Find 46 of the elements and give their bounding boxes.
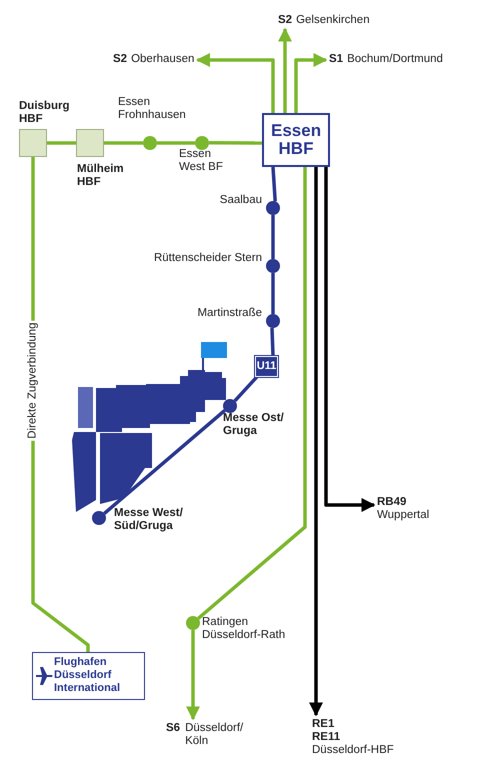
destination-name: Oberhausen <box>131 53 194 65</box>
station-name: Essen Frohnhausen <box>118 96 187 122</box>
rail-line <box>47 141 76 145</box>
rail-line <box>104 141 143 145</box>
rail-line <box>271 273 275 314</box>
station-name: Messe West/ Süd/Gruga <box>114 507 184 534</box>
line-code: S1 <box>329 53 344 65</box>
rail-line <box>196 53 275 113</box>
destination-name: Gelsenkirchen <box>296 14 370 26</box>
station-name: Ratingen Düsseldorf-Rath <box>202 616 286 642</box>
station-name: Essen West BF <box>179 148 224 174</box>
station-name: Martinstraße <box>197 307 262 320</box>
line-code: RE1 RE11 <box>312 718 342 744</box>
line-name: U11 <box>256 360 276 373</box>
destination-name: Düsseldorf-HBF <box>312 744 394 758</box>
rail-line <box>271 215 275 259</box>
rail-line <box>278 28 292 113</box>
destination-name: Bochum/Dortmund <box>347 53 443 65</box>
line-code: S2 <box>113 53 128 65</box>
line-badge <box>255 356 278 377</box>
rail-line <box>270 328 275 356</box>
station-box <box>262 113 330 167</box>
station-name: Mülheim HBF <box>77 163 125 190</box>
edge-label: Direkte Zugverbindung <box>26 320 41 440</box>
rail-line <box>209 141 262 145</box>
station-name: Essen HBF <box>271 122 321 158</box>
station-name: Saalbau <box>220 194 262 208</box>
station-name: Flughafen Düsseldorf International <box>54 656 122 696</box>
rail-line <box>197 167 307 620</box>
destination-name: Wuppertal <box>377 509 430 522</box>
rail-line <box>271 166 277 202</box>
line-code: S2 <box>278 14 292 26</box>
line-code: S6 <box>166 722 180 736</box>
station-name: Rüttenscheider Stern <box>154 252 262 266</box>
airport-box <box>32 652 145 700</box>
rail-line <box>103 409 226 515</box>
rail-line <box>309 167 323 716</box>
rail-line <box>234 376 258 402</box>
rail-line <box>186 630 200 720</box>
line-code: RB49 <box>377 496 408 510</box>
rail-line <box>294 53 328 113</box>
rail-line <box>157 141 195 145</box>
station-name: Duisburg HBF <box>19 100 70 126</box>
rail-line <box>324 167 376 512</box>
station-name: Messe Ost/ Gruga <box>223 412 285 438</box>
destination-name: Düsseldorf/ Köln <box>185 722 242 748</box>
